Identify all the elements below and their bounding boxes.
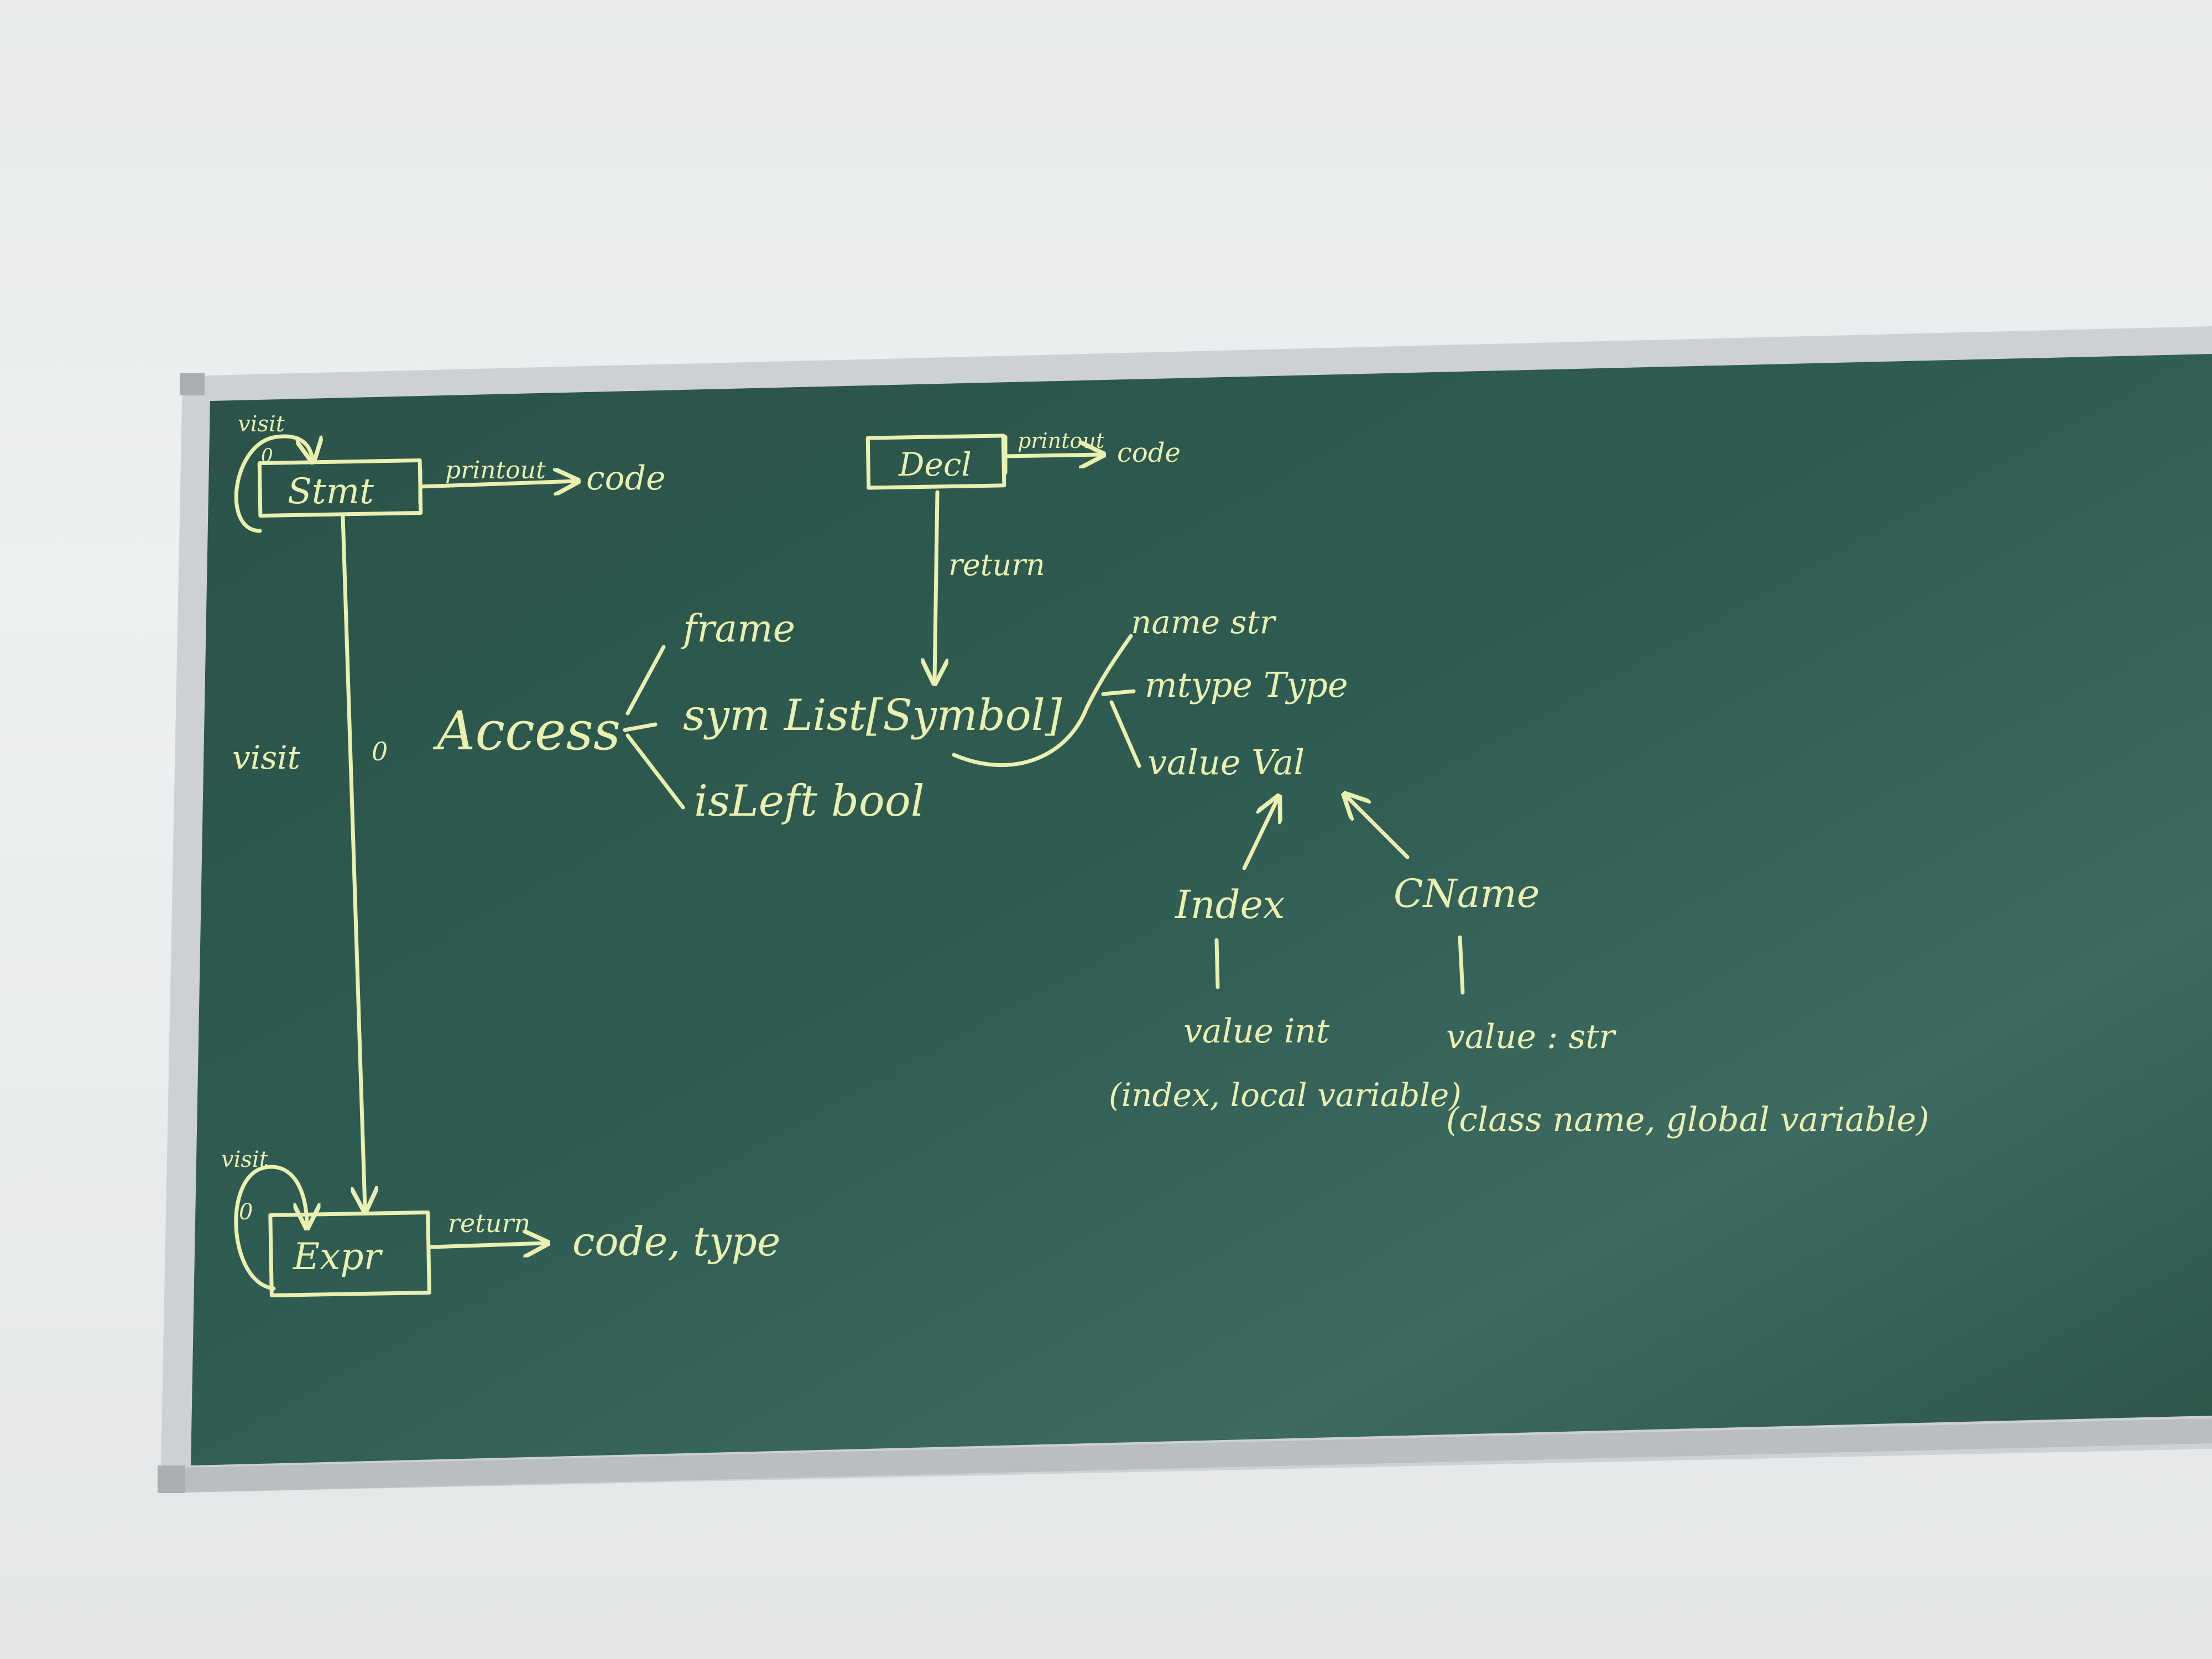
expr-self-loop [234,1165,307,1291]
index-label: Index [1174,882,1285,927]
visit-label: visit [232,739,301,776]
access-label: Access [432,700,620,762]
decl-printout-arrow [1001,455,1100,456]
stmt-printout-arrow [418,481,575,487]
decl-return-arrow [935,490,937,680]
stmt-arrow-label: printout [445,456,546,484]
decl-label: Decl [898,446,972,483]
frame-corner [158,1465,185,1493]
access-field: frame [680,607,795,651]
access-brace [623,645,685,810]
stmt-label: Stmt [288,471,374,512]
stmt-expr-edge: visit 0 [232,515,388,1208]
cname-field: value : str [1446,1018,1616,1056]
stmt-loop-count: 0 [261,445,273,467]
expr-label: Expr [293,1235,383,1278]
symbol-field: mtype Type [1145,665,1348,705]
stmt-loop-label: visit [238,411,285,437]
decl-return-label: return [948,547,1045,582]
stmt-node: Stmt visit 0 printout code [234,411,666,533]
access-node: Access frame sym List[Symbol] isLeft boo… [432,607,1062,826]
symbol-field: value Val [1147,742,1305,782]
expr-loop-count: 0 [239,1199,253,1225]
cname-inherit-arrow [1347,796,1410,859]
stmt-output: code [586,459,666,498]
access-field: sym List[Symbol] [683,691,1062,740]
board-surface [191,354,2212,1465]
expr-node: Expr visit 0 return code, type [221,1147,780,1297]
cname-label: CName [1394,871,1540,916]
access-field: isLeft bool [694,776,925,826]
val-subtypes: Index value int (index, local variable) … [1109,796,1929,1139]
stmt-self-loop [234,434,312,533]
index-line [1214,938,1220,989]
decl-arrow-label: printout [1018,429,1105,453]
index-note: (index, local variable) [1109,1076,1462,1114]
symbol-field: name str [1131,603,1277,641]
expr-box [268,1210,431,1297]
expr-arrow-label: return [448,1208,530,1238]
expr-output: code, type [572,1218,780,1265]
index-inherit-arrow [1242,799,1277,870]
expr-return-arrow [429,1243,545,1247]
frame-corner [180,373,205,395]
cname-line [1458,935,1465,995]
symbol-node: name str mtype Type value Val [952,603,1348,782]
chalk-tray [160,1418,2212,1493]
decl-output: code [1117,437,1181,468]
visit-zero: 0 [372,737,388,766]
expr-loop-label: visit [221,1147,269,1172]
index-field: value int [1183,1012,1330,1051]
decl-node: Decl printout code return [865,429,1181,680]
visit-arrow [341,515,365,1208]
cname-note: (class name, global variable) [1446,1100,1929,1139]
symbol-link [952,634,1141,768]
